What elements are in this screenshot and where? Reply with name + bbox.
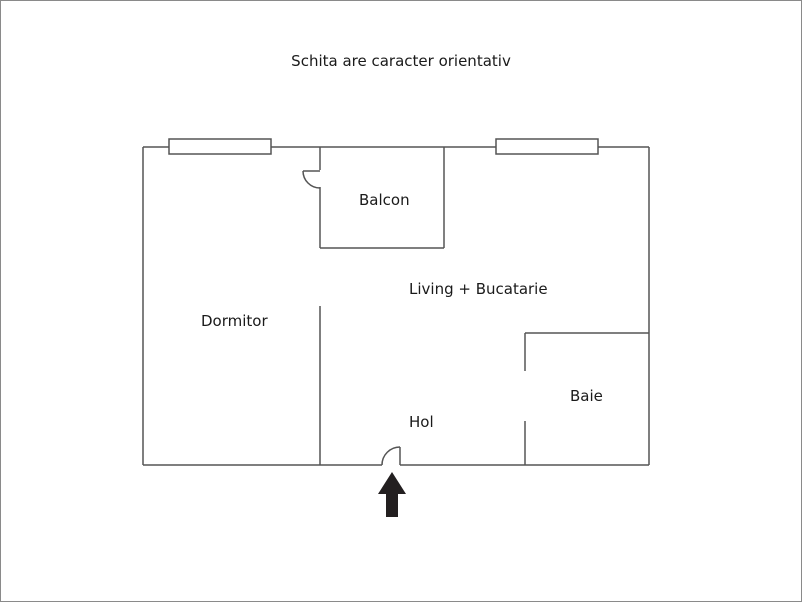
balcony-door-swing — [302, 170, 321, 189]
room-label-dormitor: Dormitor — [201, 312, 268, 330]
window-right — [495, 138, 599, 155]
entrance-door-swing — [381, 446, 401, 466]
page-title: Schita are caracter orientativ — [291, 52, 511, 70]
room-label-baie: Baie — [570, 387, 603, 405]
room-label-hol: Hol — [409, 413, 434, 431]
arrow-up-icon — [378, 472, 406, 517]
window-left — [168, 138, 272, 155]
room-label-balcon: Balcon — [359, 191, 410, 209]
room-label-living: Living + Bucatarie — [409, 280, 548, 298]
